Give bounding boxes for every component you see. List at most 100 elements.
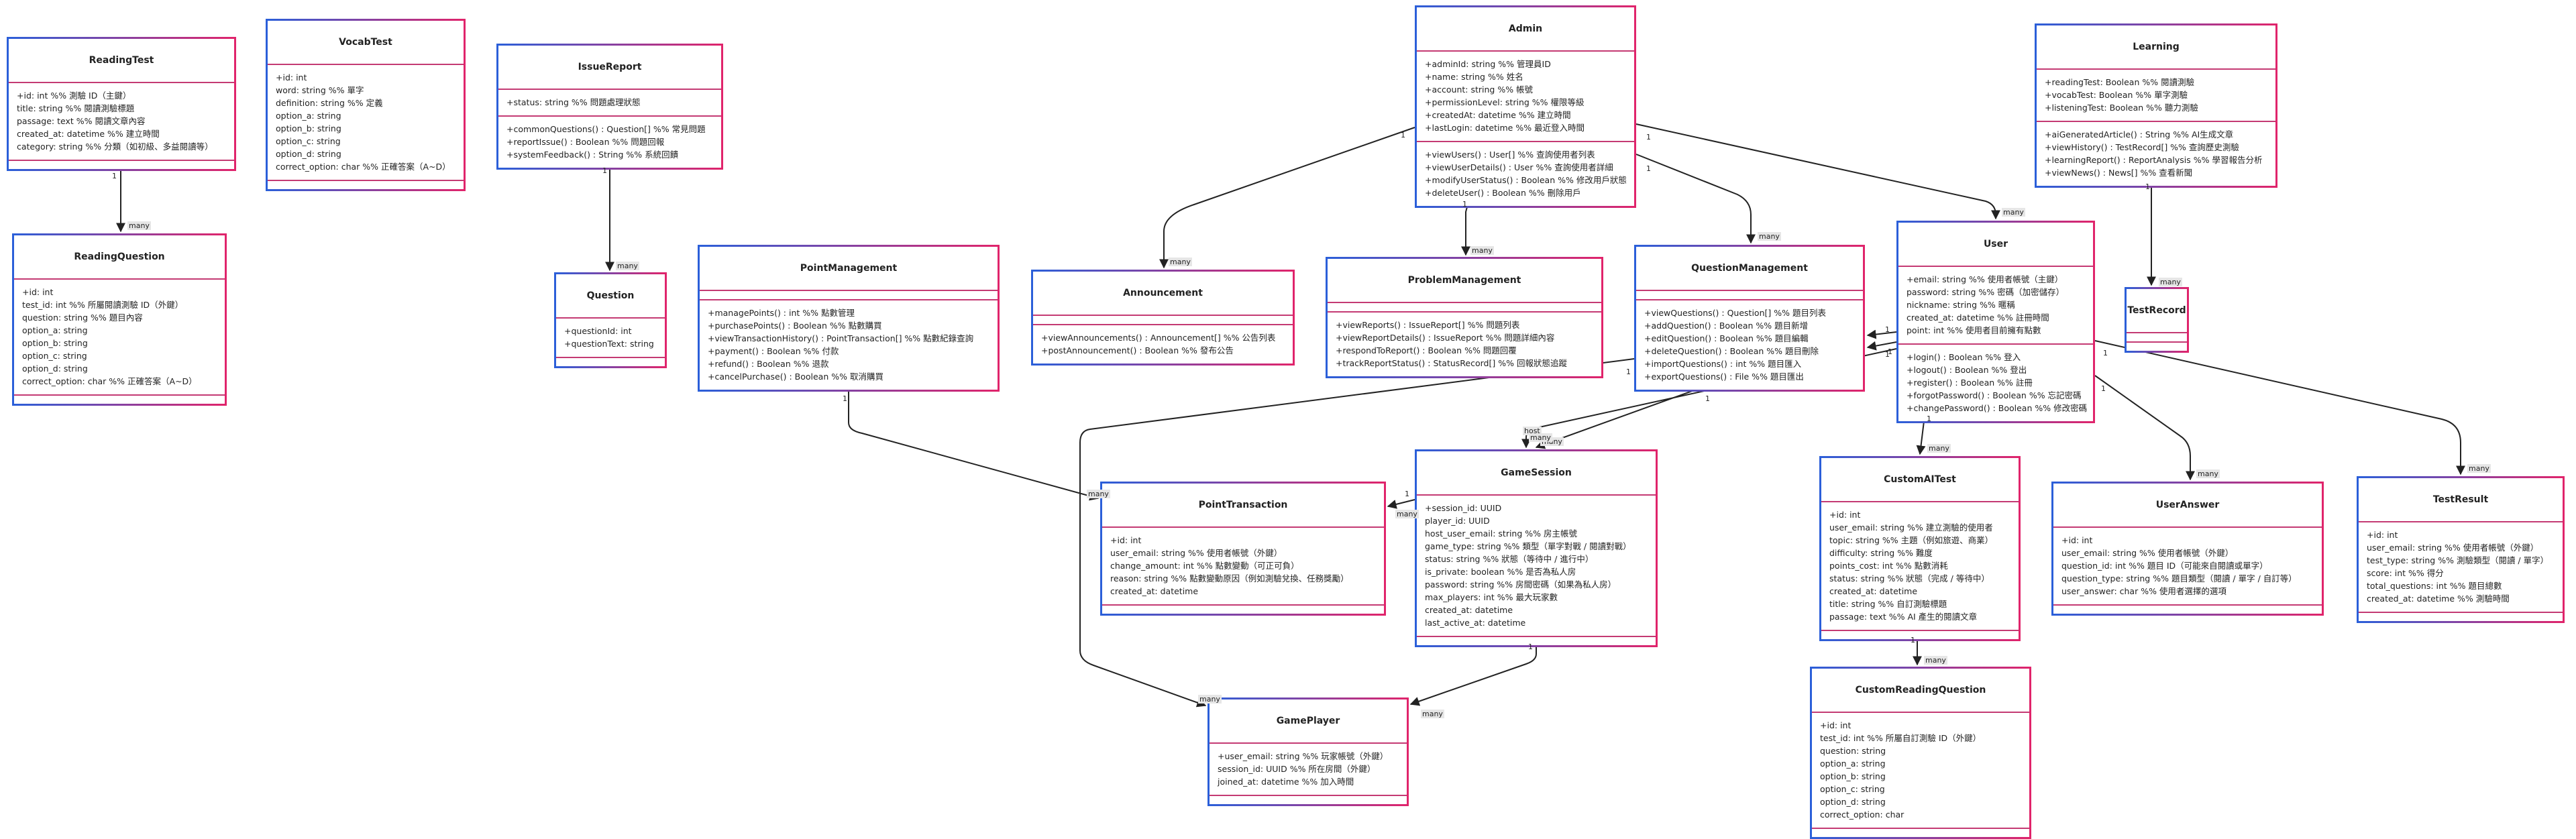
attribute-row: +id: int %% 測驗 ID（主鍵） bbox=[17, 91, 131, 101]
edge-gamesession-to-gameplayer bbox=[1409, 637, 1537, 706]
class-title: PointManagement bbox=[700, 247, 998, 291]
attribute-row: +account: string %% 帳號 bbox=[1425, 85, 1534, 95]
multiplicity-one: 1 bbox=[1528, 642, 1533, 651]
method-row: +reportIssue() : Boolean %% 問題回報 bbox=[506, 137, 665, 147]
class-problem-management: ProblemManagement+viewReports() : IssueR… bbox=[1326, 257, 1603, 378]
attribute-row: option_a: string bbox=[22, 325, 88, 335]
class-title: PointTransaction bbox=[1102, 484, 1384, 528]
class-user: User+email: string %% 使用者帳號（主鍵）password:… bbox=[1896, 221, 2095, 423]
attribute-row: title: string %% 自訂測驗標題 bbox=[1829, 599, 1947, 609]
attributes-section: +user_email: string %% 玩家帳號（外鍵）session_i… bbox=[1210, 744, 1407, 796]
class-title: GameSession bbox=[1417, 451, 1656, 496]
attributes-section bbox=[700, 291, 998, 300]
attribute-row: correct_option: char %% 正確答案（A~D） bbox=[22, 376, 197, 386]
attribute-row: +readingTest: Boolean %% 閱讀測驗 bbox=[2045, 77, 2195, 87]
method-row: +changePassword() : Boolean %% 修改密碼 bbox=[1907, 403, 2088, 413]
multiplicity-one: 1 bbox=[1885, 350, 1890, 359]
method-row: +viewUsers() : User[] %% 查詢使用者列表 bbox=[1425, 150, 1595, 160]
methods-section: +viewQuestions() : Question[] %% 題目列表+ad… bbox=[1636, 300, 1863, 390]
attribute-row: max_players: int %% 最大玩家數 bbox=[1425, 592, 1558, 602]
attribute-row: option_b: string bbox=[276, 123, 341, 133]
attribute-row: +lastLogin: datetime %% 最近登入時間 bbox=[1425, 123, 1585, 133]
attribute-row: passage: text %% 閱讀文章內容 bbox=[17, 116, 146, 126]
attributes-section bbox=[1033, 316, 1293, 325]
methods-section: +login() : Boolean %% 登入+logout() : Bool… bbox=[1898, 345, 2093, 421]
class-title: QuestionManagement bbox=[1636, 247, 1863, 291]
methods-section: +managePoints() : int %% 點數管理 +purchasePo… bbox=[700, 300, 998, 390]
attribute-row: correct_option: char %% 正確答案（A~D） bbox=[276, 162, 451, 172]
attributes-section: +status: string %% 問題處理狀態 bbox=[498, 90, 721, 117]
attribute-row: user_answer: char %% 使用者選擇的選項 bbox=[2061, 586, 2226, 596]
method-row: +editQuestion() : Boolean %% 題目編輯 bbox=[1644, 333, 1809, 343]
attribute-row: +id: int bbox=[1110, 535, 1142, 545]
method-row: +learningReport() : ReportAnalysis %% 學習… bbox=[2045, 155, 2263, 165]
attribute-row: joined_at: datetime %% 加入時間 bbox=[1218, 777, 1354, 787]
attributes-section: +email: string %% 使用者帳號（主鍵）password: str… bbox=[1898, 267, 2093, 345]
attribute-row: score: int %% 得分 bbox=[2367, 568, 2444, 578]
attribute-row: option_d: string bbox=[276, 149, 341, 159]
methods-section bbox=[2127, 343, 2187, 351]
methods-section bbox=[1821, 631, 2019, 639]
attribute-row: password: string %% 密碼（加密儲存） bbox=[1907, 287, 2065, 297]
attributes-section: +id: int %% 測驗 ID（主鍵）title: string %% 閱讀… bbox=[9, 83, 234, 161]
class-title: VocabTest bbox=[268, 21, 464, 65]
class-title: ProblemManagement bbox=[1328, 259, 1601, 303]
attribute-row: test_id: int %% 所屬自訂測驗 ID（外鍵） bbox=[1820, 733, 1982, 743]
attributes-section: +readingTest: Boolean %% 閱讀測驗+vocabTest:… bbox=[2037, 70, 2275, 122]
attribute-row: +id: int bbox=[276, 72, 307, 82]
role-label-host: host bbox=[1523, 427, 1542, 435]
method-row: +purchasePoints() : Boolean %% 點數購買 bbox=[708, 321, 882, 331]
attribute-row: +name: string %% 姓名 bbox=[1425, 72, 1523, 82]
attribute-row: +id: int bbox=[22, 287, 54, 297]
attributes-section bbox=[1328, 303, 1601, 313]
class-game-player: GamePlayer+user_email: string %% 玩家帳號（外鍵… bbox=[1208, 697, 1409, 806]
multiplicity-one: 1 bbox=[602, 166, 607, 175]
method-row: +viewQuestions() : Question[] %% 題目列表 bbox=[1644, 308, 1826, 318]
method-row: +aiGeneratedArticle() : String %% AI生成文章 bbox=[2045, 129, 2234, 139]
multiplicity-many: many bbox=[1087, 490, 1110, 498]
multiplicity-one: 1 bbox=[2145, 182, 2150, 191]
multiplicity-many: many bbox=[1758, 232, 1781, 241]
attribute-row: player_id: UUID bbox=[1425, 516, 1490, 526]
method-row: +deleteQuestion() : Boolean %% 題目刪除 bbox=[1644, 346, 1819, 356]
attribute-row: option_b: string bbox=[1820, 771, 1886, 781]
method-row: +register() : Boolean %% 註冊 bbox=[1907, 378, 2033, 388]
method-row: +deleteUser() : Boolean %% 刪除用戶 bbox=[1425, 188, 1581, 198]
attribute-row: +createdAt: datetime %% 建立時間 bbox=[1425, 110, 1571, 120]
method-row: +viewNews() : News[] %% 查看新聞 bbox=[2045, 168, 2193, 178]
method-row: +commonQuestions() : Question[] %% 常見問題 bbox=[506, 124, 706, 134]
attribute-row: user_email: string %% 建立測驗的使用者 bbox=[1829, 522, 1993, 533]
attribute-row: +id: int bbox=[2061, 535, 2093, 545]
attribute-row: created_at: datetime bbox=[1829, 586, 1918, 596]
attribute-row: reason: string %% 點數變動原因（例如測驗兌換、任務獎勵） bbox=[1110, 573, 1349, 583]
attribute-row: +id: int bbox=[1820, 720, 1851, 730]
attribute-row: option_a: string bbox=[276, 111, 341, 121]
class-title: ReadingQuestion bbox=[14, 235, 225, 280]
multiplicity-many: many bbox=[2467, 464, 2491, 473]
method-row: +managePoints() : int %% 點數管理 bbox=[708, 308, 855, 318]
method-row: +cancelPurchase() : Boolean %% 取消購買 bbox=[708, 372, 883, 382]
method-row: +viewUserDetails() : User %% 查詢使用者詳細 bbox=[1425, 162, 1613, 172]
multiplicity-one: 1 bbox=[1911, 636, 1915, 645]
multiplicity-many: many bbox=[1395, 510, 1419, 518]
attribute-row: test_type: string %% 測驗類型（閱讀 / 單字） bbox=[2367, 555, 2549, 565]
methods-section: +viewUsers() : User[] %% 查詢使用者列表 +viewUse… bbox=[1417, 142, 1634, 206]
attribute-row: option_c: string bbox=[276, 136, 341, 146]
class-title: GamePlayer bbox=[1210, 700, 1407, 744]
methods-section: +aiGeneratedArticle() : String %% AI生成文章… bbox=[2037, 122, 2275, 186]
methods-section bbox=[1812, 829, 2029, 837]
attribute-row: option_d: string bbox=[22, 363, 88, 374]
attribute-row: +listeningTest: Boolean %% 聽力測驗 bbox=[2045, 103, 2198, 113]
attribute-row: status: string %% 狀態（完成 / 等待中） bbox=[1829, 573, 1990, 583]
attribute-row: created_at: datetime %% 測驗時間 bbox=[2367, 594, 2510, 604]
attribute-row: game_type: string %% 類型（單字對戰 / 閱讀對戰） bbox=[1425, 541, 1631, 551]
method-row: +viewTransactionHistory() : PointTransac… bbox=[708, 333, 974, 343]
